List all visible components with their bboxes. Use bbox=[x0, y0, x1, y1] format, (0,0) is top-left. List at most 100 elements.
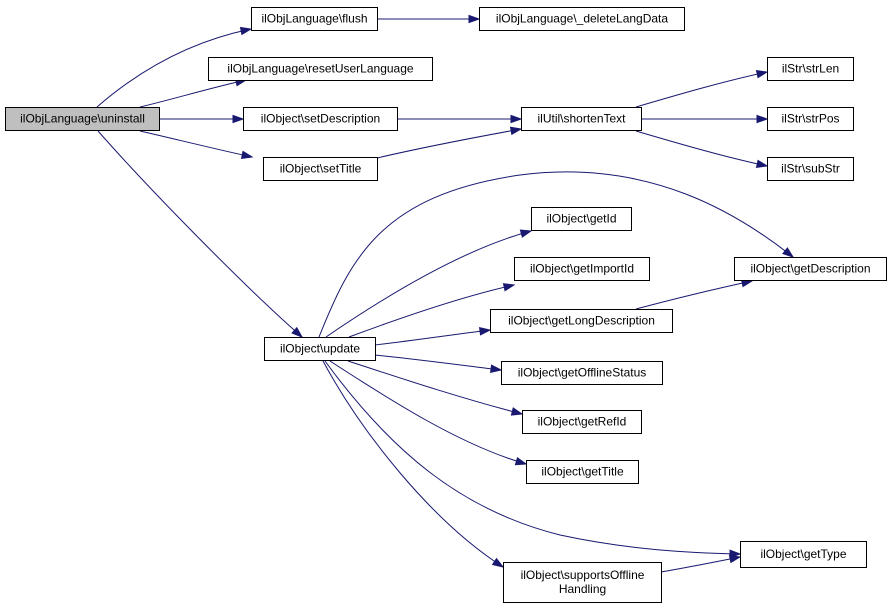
edge-line bbox=[97, 130, 303, 338]
node-box bbox=[490, 309, 673, 333]
edge-line bbox=[347, 360, 523, 415]
arrowhead-icon bbox=[240, 150, 254, 159]
arrowhead-icon bbox=[782, 247, 795, 258]
node-label: ilObjLanguage\_deleteLangData bbox=[496, 12, 668, 26]
edge-line bbox=[322, 360, 504, 568]
node-set-description[interactable]: ilObject\setDescription bbox=[243, 107, 398, 131]
node-set-title[interactable]: ilObject\setTitle bbox=[263, 157, 378, 181]
node-label: ilObject\supportsOffline bbox=[521, 568, 645, 582]
edge-update-to-supports-offline-handling bbox=[322, 360, 505, 568]
edge-line bbox=[329, 360, 527, 465]
edge-shorten-text-to-str-pos bbox=[641, 114, 769, 124]
arrowhead-icon bbox=[239, 26, 253, 36]
arrowhead-icon bbox=[491, 557, 505, 568]
node-label: ilObjLanguage\resetUserLanguage bbox=[227, 62, 413, 76]
node-box bbox=[264, 337, 376, 361]
node-sub-str[interactable]: ilStr\subStr bbox=[767, 157, 854, 181]
arrowhead-icon bbox=[510, 407, 524, 416]
node-get-import-id[interactable]: ilObject\getImportId bbox=[514, 257, 650, 281]
edge-line bbox=[139, 130, 253, 158]
node-label: ilObject\setDescription bbox=[261, 112, 380, 126]
edge-layer bbox=[96, 14, 795, 573]
arrowhead-icon bbox=[468, 14, 481, 24]
node-label: ilObject\getDescription bbox=[750, 262, 870, 276]
edge-uninstall-to-set-description bbox=[159, 114, 245, 124]
edge-line bbox=[324, 360, 741, 555]
node-box bbox=[740, 541, 867, 568]
edge-uninstall-to-flush bbox=[96, 26, 253, 108]
arrowhead-icon bbox=[755, 70, 769, 79]
edge-shorten-text-to-sub-str bbox=[635, 130, 769, 168]
node-label: ilObjLanguage\uninstall bbox=[20, 112, 145, 126]
edge-line bbox=[318, 171, 794, 338]
edge-line bbox=[635, 280, 753, 310]
node-get-title[interactable]: ilObject\getTitle bbox=[526, 460, 639, 484]
edge-line bbox=[96, 28, 252, 108]
node-str-len[interactable]: ilStr\strLen bbox=[767, 57, 854, 81]
edge-uninstall-to-set-title bbox=[139, 130, 254, 159]
node-label: ilObject\update bbox=[280, 342, 360, 356]
arrowhead-icon bbox=[510, 114, 523, 124]
edge-shorten-text-to-str-len bbox=[635, 70, 769, 108]
edge-uninstall-to-reset-user-language bbox=[139, 78, 248, 108]
node-label: Handling bbox=[559, 582, 606, 596]
node-delete-lang-data[interactable]: ilObjLanguage\_deleteLangData bbox=[479, 7, 685, 31]
edge-get-long-description-to-get-description bbox=[635, 279, 754, 310]
node-label: ilObject\getRefId bbox=[538, 415, 627, 429]
node-box bbox=[5, 107, 160, 131]
node-str-pos[interactable]: ilStr\strPos bbox=[767, 107, 854, 131]
node-get-description[interactable]: ilObject\getDescription bbox=[734, 257, 887, 281]
node-box bbox=[521, 107, 642, 131]
node-box bbox=[531, 207, 632, 231]
node-get-long-description[interactable]: ilObject\getLongDescription bbox=[490, 309, 673, 333]
node-label: ilStr\strPos bbox=[781, 112, 839, 126]
edge-update-to-get-import-id bbox=[348, 283, 516, 338]
arrowhead-icon bbox=[509, 126, 523, 136]
node-box bbox=[503, 562, 662, 603]
edge-line bbox=[374, 354, 502, 371]
arrowhead-icon bbox=[291, 326, 304, 338]
node-reset-user-language[interactable]: ilObjLanguage\resetUserLanguage bbox=[208, 57, 433, 81]
node-get-offline-status[interactable]: ilObject\getOfflineStatus bbox=[501, 361, 663, 385]
node-label: ilObject\getId bbox=[546, 212, 616, 226]
node-get-id[interactable]: ilObject\getId bbox=[531, 207, 632, 231]
node-label: ilObjLanguage\flush bbox=[261, 12, 367, 26]
node-update[interactable]: ilObject\update bbox=[264, 337, 376, 361]
edge-uninstall-to-update bbox=[97, 130, 304, 338]
edge-supports-offline-handling-to-get-type bbox=[660, 554, 742, 573]
edge-line bbox=[325, 230, 532, 338]
node-box bbox=[767, 157, 854, 181]
edge-line bbox=[374, 329, 491, 346]
node-box bbox=[479, 7, 685, 31]
node-uninstall[interactable]: ilObjLanguage\uninstall bbox=[5, 107, 160, 131]
node-label: ilObject\getType bbox=[760, 547, 846, 561]
edge-update-to-get-long-description bbox=[374, 327, 492, 346]
node-label: ilObject\getImportId bbox=[530, 262, 634, 276]
edge-set-title-to-shorten-text bbox=[376, 126, 523, 159]
edge-update-to-get-ref-id bbox=[347, 360, 524, 416]
edge-update-to-get-type bbox=[324, 360, 742, 559]
arrowhead-icon bbox=[728, 554, 742, 564]
edge-line bbox=[635, 71, 768, 108]
node-box bbox=[243, 107, 398, 131]
arrowhead-icon bbox=[490, 364, 503, 374]
arrowhead-icon bbox=[502, 283, 516, 292]
arrowhead-icon bbox=[479, 327, 492, 336]
node-label: ilStr\subStr bbox=[781, 162, 840, 176]
node-box bbox=[514, 257, 650, 281]
edge-update-to-get-id bbox=[325, 229, 533, 338]
node-get-type[interactable]: ilObject\getType bbox=[740, 541, 867, 568]
node-flush[interactable]: ilObjLanguage\flush bbox=[251, 7, 378, 31]
node-box bbox=[767, 107, 854, 131]
edge-update-to-get-offline-status bbox=[374, 354, 503, 374]
node-shorten-text[interactable]: ilUtil\shortenText bbox=[521, 107, 642, 131]
node-get-ref-id[interactable]: ilObject\getRefId bbox=[522, 410, 642, 434]
edge-flush-to-delete-lang-data bbox=[377, 14, 481, 24]
node-box bbox=[208, 57, 433, 81]
arrowhead-icon bbox=[232, 114, 245, 124]
node-label: ilUtil\shortenText bbox=[537, 112, 626, 126]
edge-update-to-get-description bbox=[318, 171, 795, 338]
node-label: ilObject\setTitle bbox=[280, 162, 362, 176]
